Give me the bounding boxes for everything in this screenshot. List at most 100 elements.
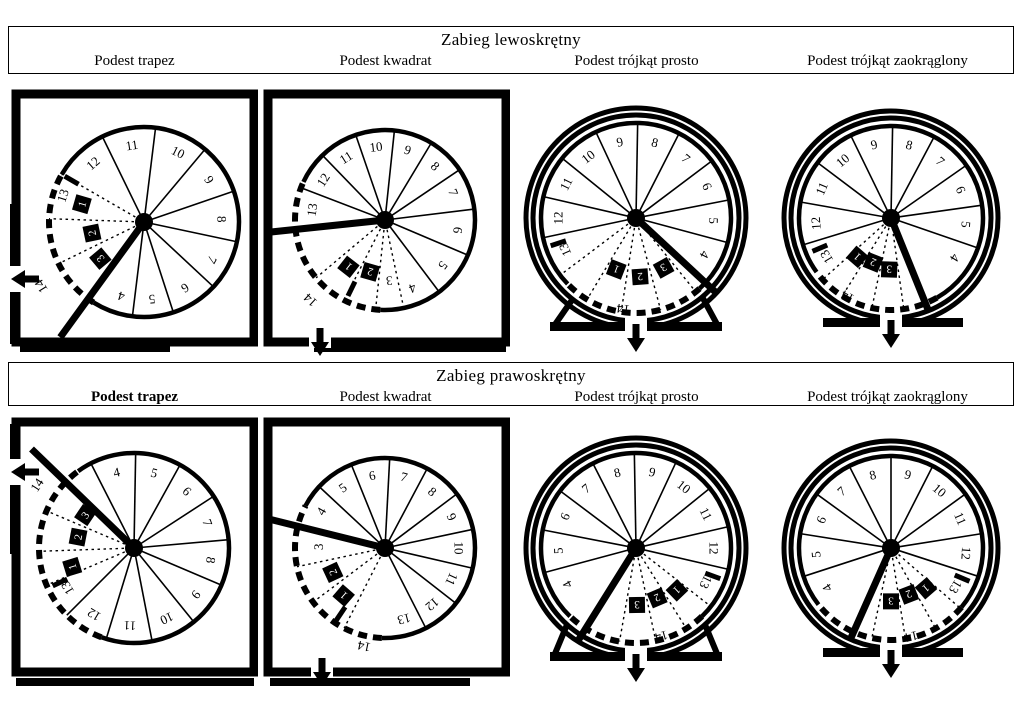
winder-outer-edge-dashed [565,281,702,316]
winder-step-number: 2 [652,590,662,603]
wall-bar [270,678,470,686]
tread-edge-line [131,224,145,317]
tread-edge-line [143,127,157,220]
step-marker-tick [334,605,348,622]
step-number: 13 [304,202,321,217]
tread-edge-line [145,148,206,221]
tread-edge-line [849,134,891,216]
tread-edge-line [638,218,728,244]
tread-edge-line [890,126,894,216]
step-number: 8 [868,467,878,483]
tread-edge-line [354,134,385,218]
step-number: 6 [813,513,830,525]
step-number: 14 [300,290,320,310]
newel-post [627,539,645,557]
exit-arrow-down [882,320,900,348]
newel-post [882,209,900,227]
step-number: 8 [650,134,660,150]
tread-edge-line [135,549,195,623]
step-number: 8 [612,464,622,480]
landing-wall-line [551,623,570,658]
step-number: 11 [557,175,576,193]
winder-edge-dotted [871,221,891,309]
winder-edge-dotted [871,551,891,639]
tread-edge-line [817,161,890,217]
tread-edge-line [386,221,440,293]
tread-edge-line [300,187,383,220]
column-label-kwadrat: Podest kwadrat [339,389,432,405]
step-number: 10 [578,147,597,167]
winder-step-number: 1 [76,200,89,209]
step-number: 4 [115,288,126,304]
tread-edge-line [800,201,889,219]
stair-outer-edge [76,450,232,646]
tread-edge-line [385,550,427,629]
step-number: 5 [435,258,451,272]
tread-edge-line [145,223,215,288]
step-number: 10 [369,139,384,155]
step-number: 8 [425,484,440,500]
newel-post [376,539,394,557]
winder-step-number: 3 [886,263,892,275]
tread-edge-line [384,458,391,546]
tread-edge-line [318,486,384,547]
stair-outer-edge [303,455,478,641]
step-number: 6 [368,467,377,483]
tread-edge-line [892,164,967,217]
section-title: Zabieg prawoskrętny [436,366,586,385]
step-marker-tick [953,572,971,584]
tread-edge-line [636,132,680,216]
step-number: 7 [445,187,462,199]
tread-edge-line [387,169,461,219]
tread-edge-line [893,218,979,249]
landing-wall-line [699,295,721,328]
winder-step-number: 2 [637,270,643,282]
tread-edge-line [387,208,475,221]
step-number: 4 [313,504,329,518]
winder-step-number: 1 [343,260,355,273]
tread-edge-line [638,199,730,219]
winder-outer-edge-dashed [816,602,964,643]
section-header-left-turn: Zabieg lewoskrętny Podest trapez Podest … [8,26,1014,74]
tread-edge-line [386,493,458,547]
exit-arrow-down [627,324,645,352]
step-number: 11 [124,137,139,154]
step-number: 4 [696,248,713,261]
flight-edge-thick [633,215,718,295]
step-number: 14 [356,638,372,655]
step-number: 9 [647,464,656,480]
step-number: 7 [199,517,215,529]
tread-edge-line [803,548,889,578]
winder-edge-dotted [49,217,141,223]
winder-edge-dotted [343,223,384,301]
column-label-trojkat-prosto: Podest trójkąt prosto [574,53,699,69]
step-number: 5 [551,547,566,554]
step-number: 14 [27,475,47,494]
winder-step-number: 2 [327,567,340,577]
step-number: 14 [653,628,670,646]
step-number: 7 [579,480,594,496]
step-number: 7 [399,469,410,485]
tread-edge-line [892,493,966,547]
winder-edge-dotted [296,548,382,568]
tread-edge-line [133,550,153,642]
wall-bar [314,344,506,352]
step-number: 11 [951,510,970,527]
step-number: 10 [930,480,950,500]
wall-bar [20,344,170,352]
step-number: 7 [679,151,694,167]
tread-edge-line [134,464,181,546]
column-label-trojkat-zaokraglony: Podest trójkąt zaokrąglony [807,389,968,405]
column-label-trojkat-prosto: Podest trójkąt prosto [574,389,699,405]
winder-step-badge: 2 [862,251,884,273]
outer-wall [263,417,510,677]
winder-step-badge: 1 [605,259,627,280]
exit-arrow-down [313,658,331,686]
newel-post [125,539,143,557]
newel-post [135,213,153,231]
